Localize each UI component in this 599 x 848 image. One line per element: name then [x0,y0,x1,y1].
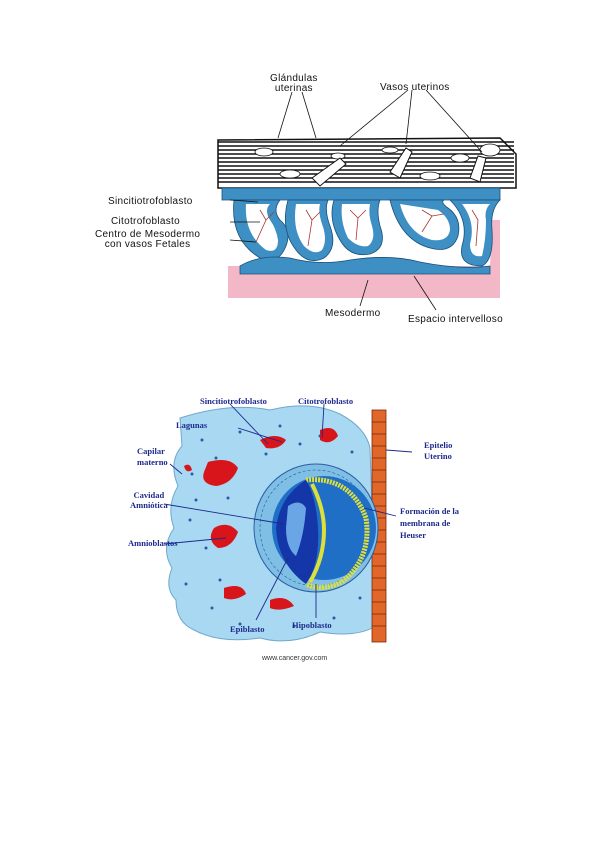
label-epiblasto: Epiblasto [230,624,265,634]
label-lagunas: Lagunas [176,420,208,430]
label-mesodermo: Mesodermo [325,308,381,319]
label-cavidad-amniotica: Cavidad Amniótica [130,490,168,510]
source-credit: www.cancer.gov.com [262,655,328,662]
implantation-cross-section-diagram [217,89,517,311]
hypoblast [308,483,327,584]
label-formacion-heuser: Formación de la membrana de Heuser [400,506,460,540]
label-sincitiotrofoblasto-1: Sincitiotrofoblasto [108,196,193,207]
bilaminar-embryo-diagram [163,403,413,643]
lacunae [184,428,338,610]
fetal-vessels [255,209,479,247]
label-espacio-intervelloso: Espacio intervelloso [408,314,503,325]
pointer-lines [229,89,483,311]
amniotic-cavity [286,502,306,556]
pointer-lines-2 [163,403,413,621]
label-hipoblasto: Hipoblasto [292,620,332,630]
label-citotrofoblasto-2: Citotrofoblasto [298,396,354,406]
label-capilar-materno: Capilar materno [137,446,168,467]
label-epitelio-uterino: Epitelio Uterino [424,440,453,461]
uterine-vessels [311,147,487,187]
label-vasos-uterinos: Vasos uterinos [380,82,450,93]
uterine-wall-striped [217,137,517,189]
label-amnioblastos: Amnioblastos [128,538,178,548]
label-centro-mesodermo: Centro de Mesodermo con vasos Fetales [95,229,201,250]
mesoderm-layer [228,220,500,298]
heuser-membrane [304,477,370,590]
label-citotrofoblasto-1: Citotrofoblasto [111,216,180,227]
label-glandulas: Glándulas uterinas [270,73,318,94]
label-sincitiotrofoblasto-2: Sincitiotrofoblasto [200,396,267,406]
